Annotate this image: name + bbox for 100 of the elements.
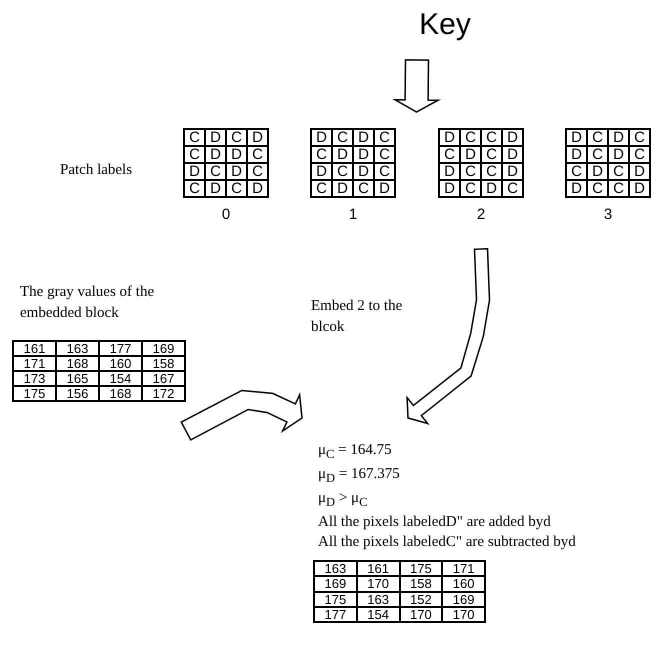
number-label: 0 bbox=[220, 206, 232, 225]
note-text: All the pixels labeledC" are subtracted byd bbox=[318, 533, 577, 552]
cell: D bbox=[608, 146, 629, 163]
cell: 175 bbox=[400, 561, 442, 576]
label-grid bbox=[183, 128, 269, 198]
cell: 158 bbox=[142, 356, 185, 371]
cell: 170 bbox=[356, 576, 400, 592]
cell: 154 bbox=[356, 606, 400, 622]
cell: C bbox=[629, 146, 650, 163]
number-label: 3 bbox=[602, 206, 614, 225]
cell: C bbox=[184, 180, 205, 197]
cell: C bbox=[374, 146, 395, 163]
cell: C bbox=[502, 180, 523, 197]
cell: D bbox=[629, 180, 650, 197]
cell: D bbox=[353, 163, 374, 180]
cell: D bbox=[566, 129, 587, 146]
cell: D bbox=[608, 129, 629, 146]
cell: D bbox=[481, 180, 502, 197]
title-text: Key bbox=[405, 8, 485, 60]
cell: C bbox=[460, 163, 481, 180]
cell: 161 bbox=[356, 561, 400, 576]
cell: C bbox=[439, 146, 460, 163]
block-arrow bbox=[406, 248, 490, 425]
cell: C bbox=[481, 146, 502, 163]
value-table bbox=[12, 340, 186, 402]
cell: 165 bbox=[56, 371, 99, 386]
cell: C bbox=[311, 146, 332, 163]
cell: D bbox=[587, 163, 608, 180]
cell: C bbox=[311, 180, 332, 197]
label-grid bbox=[565, 128, 651, 198]
cell: D bbox=[226, 146, 247, 163]
formula-text: μ$_{C}$ = 164.75 bbox=[318, 441, 393, 463]
cell: D bbox=[226, 163, 247, 180]
caption-text: The gray values of the embedded block bbox=[20, 283, 156, 323]
edge-label: Embed 2 to the blcok bbox=[311, 297, 404, 337]
cell: C bbox=[566, 163, 587, 180]
cell: D bbox=[184, 163, 205, 180]
cell: C bbox=[332, 129, 353, 146]
cell: C bbox=[374, 129, 395, 146]
cell: 152 bbox=[400, 592, 442, 607]
cell: 154 bbox=[99, 371, 142, 386]
cell: 170 bbox=[400, 606, 442, 622]
cell: C bbox=[460, 180, 481, 197]
cell: 160 bbox=[442, 576, 485, 592]
cell: D bbox=[629, 163, 650, 180]
formula-text: μ$_{D}$ > μ$_{C}$ bbox=[318, 489, 368, 511]
caption-text: Patch labels bbox=[60, 162, 134, 179]
cell: 175 bbox=[314, 592, 357, 607]
note-text: All the pixels labeledD" are added byd bbox=[318, 513, 552, 532]
cell: D bbox=[353, 146, 374, 163]
cell: D bbox=[566, 146, 587, 163]
cell: D bbox=[502, 163, 523, 180]
cell: C bbox=[247, 163, 268, 180]
cell: C bbox=[226, 180, 247, 197]
cell: 163 bbox=[356, 592, 400, 607]
cell: 171 bbox=[442, 561, 485, 576]
cell: D bbox=[247, 180, 268, 197]
cell: 169 bbox=[314, 576, 357, 592]
cell: 177 bbox=[99, 341, 142, 356]
value-table bbox=[313, 560, 486, 623]
cell: 163 bbox=[56, 341, 99, 356]
cell: D bbox=[332, 146, 353, 163]
cell: C bbox=[184, 146, 205, 163]
cell: 161 bbox=[13, 341, 56, 356]
cell: C bbox=[587, 146, 608, 163]
cell: 169 bbox=[142, 341, 185, 356]
formula-text: μ$_{D}$ = 167.375 bbox=[318, 465, 401, 487]
cell: C bbox=[184, 129, 205, 146]
cell: D bbox=[205, 180, 226, 197]
cell: C bbox=[247, 146, 268, 163]
cell: 173 bbox=[13, 371, 56, 386]
cell: 172 bbox=[142, 386, 185, 401]
cell: 158 bbox=[400, 576, 442, 592]
cell: C bbox=[332, 163, 353, 180]
number-label: 1 bbox=[348, 206, 358, 225]
cell: 156 bbox=[56, 386, 99, 401]
cell: D bbox=[502, 146, 523, 163]
label-grid bbox=[310, 128, 396, 198]
cell: 177 bbox=[314, 606, 357, 622]
cell: D bbox=[566, 180, 587, 197]
cell: C bbox=[587, 180, 608, 197]
cell: 171 bbox=[13, 356, 56, 371]
cell: D bbox=[311, 129, 332, 146]
cell: D bbox=[311, 163, 332, 180]
cell: C bbox=[205, 163, 226, 180]
cell: C bbox=[353, 180, 374, 197]
cell: 168 bbox=[99, 386, 142, 401]
cell: C bbox=[481, 129, 502, 146]
block-arrow bbox=[392, 59, 441, 113]
cell: C bbox=[629, 129, 650, 146]
cell: C bbox=[608, 163, 629, 180]
cell: 169 bbox=[442, 592, 485, 607]
cell: D bbox=[332, 180, 353, 197]
cell: 175 bbox=[13, 386, 56, 401]
cell: D bbox=[439, 180, 460, 197]
cell: D bbox=[374, 180, 395, 197]
cell: C bbox=[374, 163, 395, 180]
block-arrow bbox=[180, 390, 303, 441]
cell: D bbox=[205, 129, 226, 146]
cell: C bbox=[460, 129, 481, 146]
